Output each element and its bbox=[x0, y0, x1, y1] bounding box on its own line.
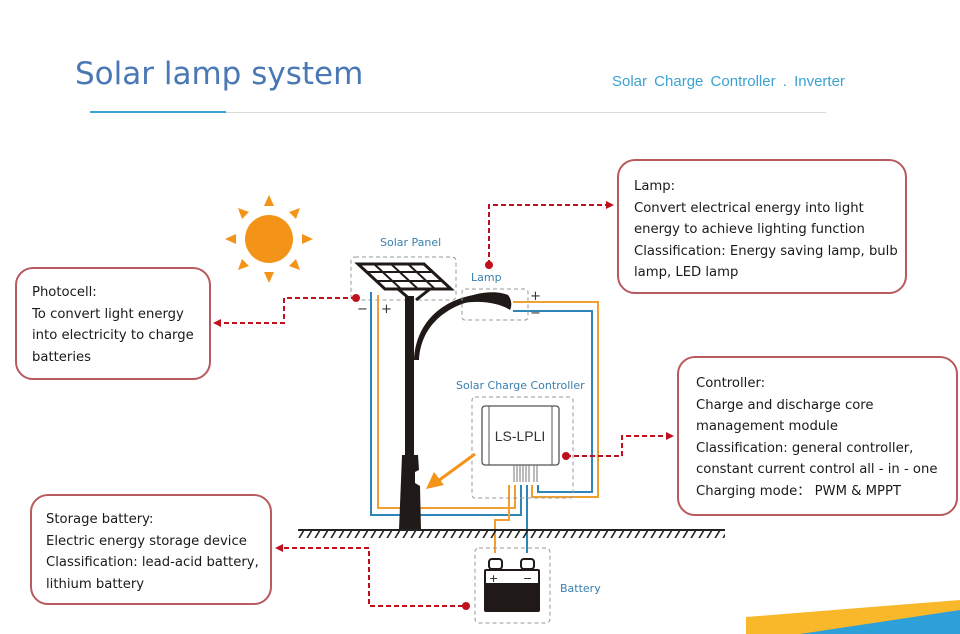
callout-lamp-line: Convert electrical energy into light bbox=[634, 200, 864, 216]
controller-icon bbox=[481, 405, 560, 482]
corner-decoration bbox=[746, 600, 960, 634]
panel-plus: + bbox=[381, 302, 392, 317]
pointer-dot-lamp bbox=[485, 261, 493, 269]
solar-panel-label: Solar Panel bbox=[380, 236, 441, 249]
ground-line bbox=[298, 529, 725, 538]
pointer-dot-controller bbox=[562, 452, 570, 460]
callout-battery-line: lithium battery bbox=[46, 576, 145, 592]
page-title: Solar lamp system bbox=[75, 56, 364, 92]
callout-lamp: Lamp: Convert electrical energy into lig… bbox=[617, 159, 907, 294]
callout-battery-heading: Storage battery: bbox=[46, 512, 154, 527]
pointer-photocell bbox=[213, 297, 356, 327]
callout-battery-line: Electric energy storage device bbox=[46, 533, 247, 549]
battery-plus: + bbox=[489, 572, 498, 585]
callout-photocell-line: To convert light energy bbox=[32, 306, 184, 322]
pointer-lamp bbox=[488, 201, 614, 265]
title-divider-accent bbox=[90, 111, 226, 113]
callout-controller-heading: Controller: bbox=[696, 376, 766, 391]
callout-photocell: Photocell: To convert light energy into … bbox=[15, 267, 211, 380]
callout-controller-line: management module bbox=[696, 419, 838, 435]
pointer-dot-photocell bbox=[352, 294, 360, 302]
battery-label: Battery bbox=[560, 582, 601, 595]
pointer-controller bbox=[566, 432, 674, 457]
callout-battery: Storage battery: Electric energy storage… bbox=[30, 494, 272, 605]
lamp-pole-icon bbox=[399, 292, 512, 530]
callout-photocell-line: into electricity to charge bbox=[32, 328, 194, 344]
controller-label: Solar Charge Controller bbox=[456, 379, 585, 392]
callout-lamp-line: energy to achieve lighting function bbox=[634, 222, 865, 238]
controller-model: LS-LPLI bbox=[495, 428, 546, 444]
lamp-plus: + bbox=[530, 289, 541, 304]
callout-controller-line: constant current control all - in - one bbox=[696, 462, 938, 478]
callout-controller: Controller: Charge and discharge core ma… bbox=[677, 356, 958, 516]
callout-lamp-line: Classification: Energy saving lamp, bulb bbox=[634, 243, 898, 259]
panel-minus: − bbox=[357, 302, 368, 317]
title-divider bbox=[90, 112, 826, 113]
callout-controller-line: Charge and discharge core bbox=[696, 397, 874, 413]
callout-lamp-line: lamp, LED lamp bbox=[634, 265, 739, 281]
controller-frame bbox=[471, 396, 574, 499]
callout-controller-line: Charging mode： PWM & MPPT bbox=[696, 483, 901, 499]
pointer-battery bbox=[275, 544, 463, 607]
lamp-minus: − bbox=[530, 306, 541, 321]
sun-icon bbox=[225, 195, 313, 283]
lamp-frame bbox=[461, 288, 529, 321]
callout-photocell-line: batteries bbox=[32, 349, 91, 365]
battery-frame bbox=[474, 547, 551, 624]
page-subtitle: Solar Charge Controller . Inverter bbox=[612, 73, 845, 90]
callout-photocell-heading: Photocell: bbox=[32, 285, 97, 300]
battery-icon bbox=[484, 558, 540, 612]
orange-arrow-icon bbox=[426, 452, 476, 489]
callout-battery-line: Classification: lead-acid battery, bbox=[46, 555, 259, 571]
callout-lamp-heading: Lamp: bbox=[634, 179, 676, 194]
battery-minus: − bbox=[523, 572, 532, 585]
lamp-label: Lamp bbox=[471, 271, 502, 284]
pointer-dot-battery bbox=[462, 602, 470, 610]
callout-controller-line: Classification: general controller, bbox=[696, 440, 914, 456]
solar-panel-frame bbox=[350, 256, 457, 301]
